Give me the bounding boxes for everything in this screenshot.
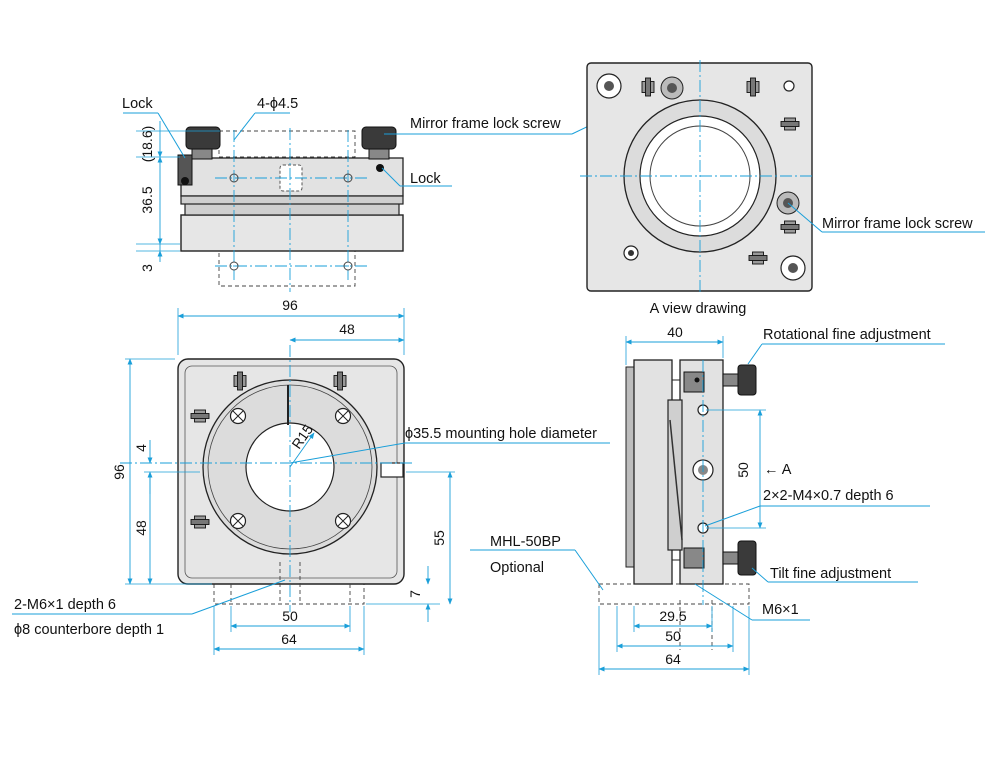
dim-7: 7 <box>407 590 423 598</box>
dim-50-side: 50 <box>735 462 751 478</box>
dim-48-half: 48 <box>339 321 355 337</box>
dim-50-front: 50 <box>282 608 298 624</box>
dim-18-6: (18.6) <box>139 126 155 163</box>
mirror-lock-label-top: Mirror frame lock screw <box>410 116 561 132</box>
dim-29-5: 29.5 <box>659 608 686 624</box>
side-view: 40 50 ← A 29.5 50 64 Rotational fine adj… <box>470 324 945 675</box>
dim-40: 40 <box>667 324 683 340</box>
dim-4: 4 <box>133 444 149 452</box>
lock-label-left: Lock <box>122 96 153 112</box>
m6-label: M6×1 <box>762 602 799 618</box>
dim-64-base: 64 <box>665 651 681 667</box>
front-view: R15 96 48 96 4 48 55 7 50 64 <box>12 297 610 655</box>
mirror-lock-label-right: Mirror frame lock screw <box>822 216 973 232</box>
holes-label: 4-ϕ4.5 <box>257 96 298 112</box>
mounting-hole-label: ϕ35.5 mounting hole diameter <box>405 426 597 442</box>
dim-64-front: 64 <box>281 631 297 647</box>
dim-96-height: 96 <box>111 464 127 480</box>
counterbore-label: ϕ8 counterbore depth 1 <box>14 622 164 638</box>
optional-label: Optional <box>490 560 544 576</box>
base-part-label: MHL-50BP <box>490 534 561 550</box>
a-arrow-label: ← A <box>764 462 792 478</box>
a-view-caption: A view drawing <box>650 301 747 317</box>
a-view: Mirror frame lock screw A view drawing <box>580 60 985 317</box>
rotational-label: Rotational fine adjustment <box>763 327 931 343</box>
tilt-label: Tilt fine adjustment <box>770 566 891 582</box>
lock-label-right: Lock <box>410 171 441 187</box>
dim-96-width: 96 <box>282 297 298 313</box>
dim-3: 3 <box>139 264 155 272</box>
tapped-holes-label: 2×2-M4×0.7 depth 6 <box>763 488 894 504</box>
dim-36-5: 36.5 <box>139 186 155 213</box>
top-view: (18.6) 36.5 3 Lock 4-ϕ4.5 Mirror frame l… <box>122 87 669 292</box>
dim-50-base: 50 <box>665 628 681 644</box>
dim-48-lower: 48 <box>133 520 149 536</box>
dim-55: 55 <box>431 530 447 546</box>
m6-depth-label: 2-M6×1 depth 6 <box>14 597 116 613</box>
